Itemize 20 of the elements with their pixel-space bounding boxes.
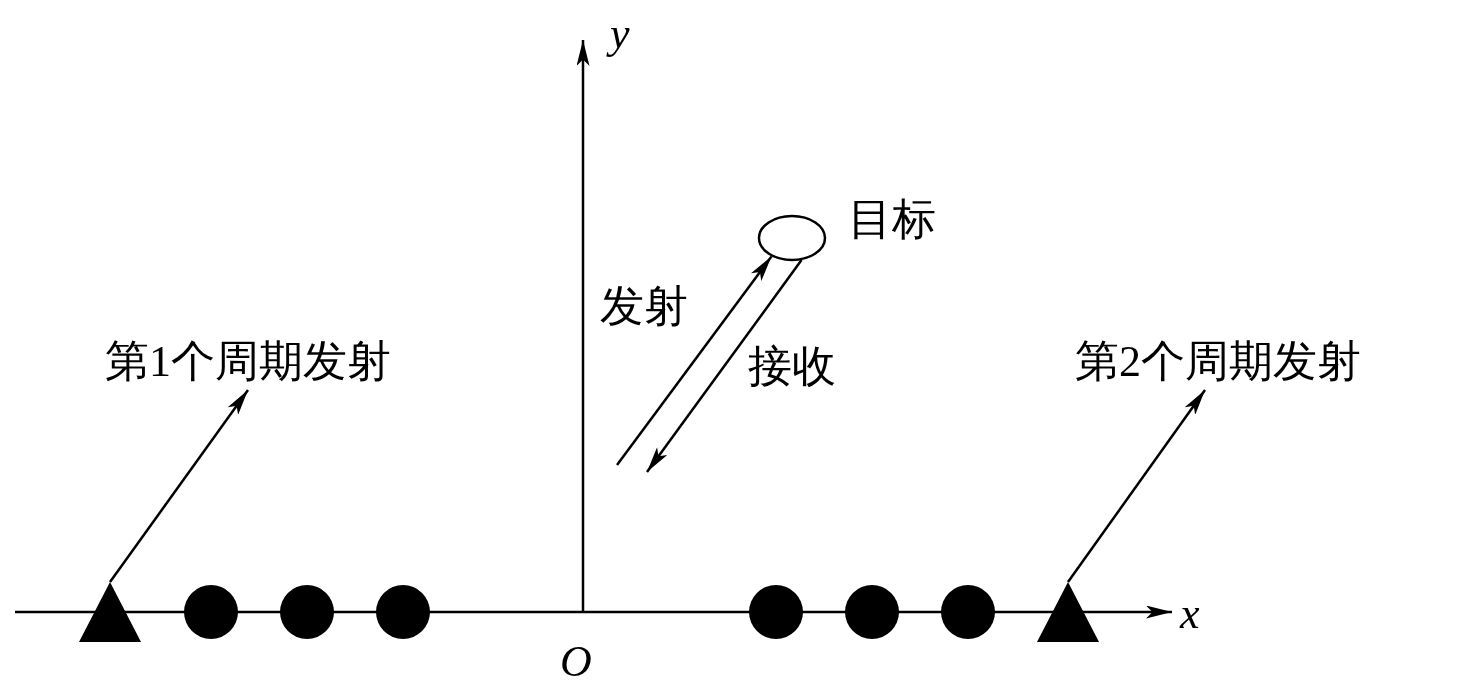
target-ellipse	[757, 214, 827, 262]
edge-label: 第2个周期发射	[1075, 340, 1361, 384]
filled-dot	[940, 584, 996, 640]
arrow	[1067, 389, 1206, 583]
filled-dot	[375, 584, 431, 640]
triangle-marker	[79, 582, 141, 642]
filled-dot	[279, 584, 335, 640]
filled-dot	[844, 584, 900, 640]
axis-label: O	[560, 640, 592, 684]
filled-dot	[183, 584, 239, 640]
arrow	[109, 389, 249, 583]
filled-dot	[748, 584, 804, 640]
triangle-marker	[1037, 582, 1099, 642]
arrow	[616, 255, 773, 466]
edge-label: 接收	[748, 345, 836, 389]
edge-label: 发射	[600, 285, 688, 329]
edge-label: 第1个周期发射	[105, 340, 391, 384]
target-label: 目标	[848, 198, 936, 242]
axis-label: x	[1180, 592, 1200, 636]
arrow	[646, 259, 803, 473]
